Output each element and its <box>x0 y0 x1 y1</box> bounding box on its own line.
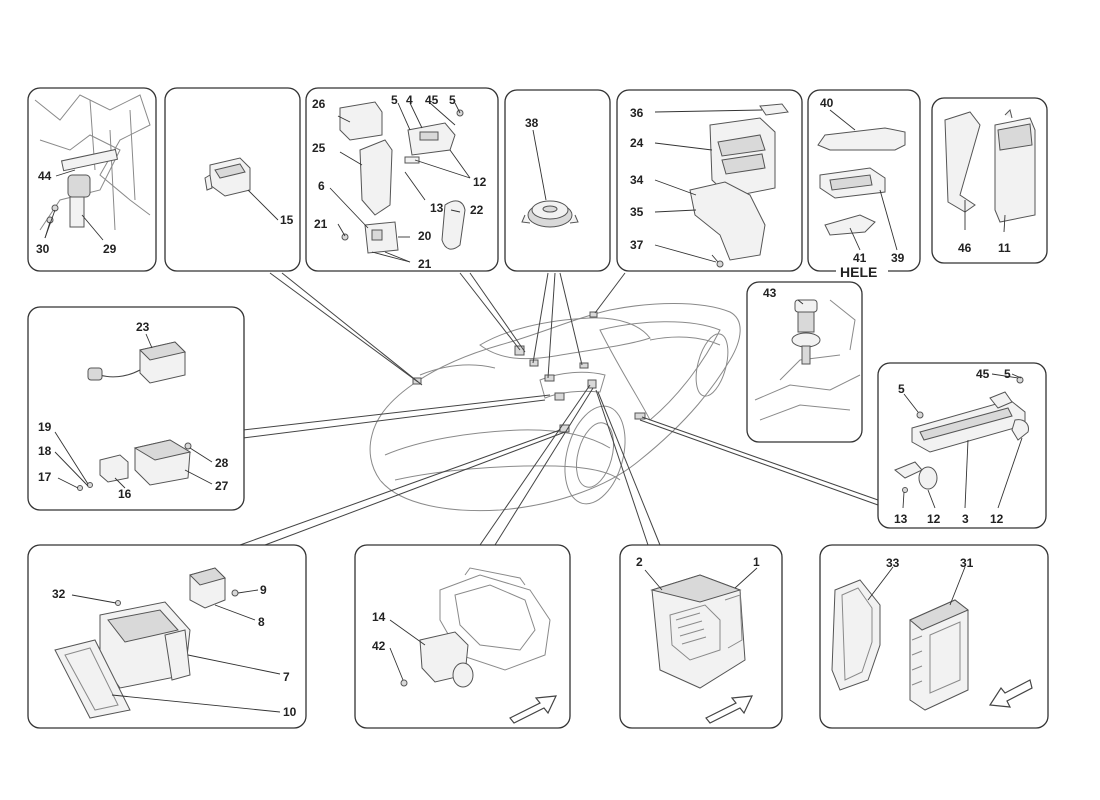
callout-8: 8 <box>258 615 265 629</box>
direction-arrow-31 <box>988 679 1033 708</box>
callout-10: 10 <box>283 705 297 719</box>
callout-45-a: 45 <box>425 93 439 107</box>
callout-12-c: 12 <box>990 512 1004 526</box>
callout-35: 35 <box>630 205 644 219</box>
callout-38: 38 <box>525 116 539 130</box>
callout-5-c: 5 <box>1004 367 1011 381</box>
car-outline <box>369 303 741 512</box>
callout-34: 34 <box>630 173 644 187</box>
callout-5-a: 5 <box>391 93 398 107</box>
callout-15: 15 <box>280 213 294 227</box>
callout-13-b: 13 <box>894 512 908 526</box>
box-sensor-43: 43 <box>746 281 863 443</box>
callout-5-b: 5 <box>449 93 456 107</box>
box-module-14: 14 42 <box>354 544 571 729</box>
callout-4: 4 <box>406 93 413 107</box>
box-control-unit-24: 36 24 34 35 37 <box>616 89 803 272</box>
callout-12-a: 12 <box>473 175 487 189</box>
callout-31: 31 <box>960 556 974 570</box>
callout-23: 23 <box>136 320 150 334</box>
callout-28: 28 <box>215 456 229 470</box>
callout-21-a: 21 <box>314 217 328 231</box>
callout-44: 44 <box>38 169 52 183</box>
box-ecu-7: 32 9 8 7 10 <box>27 544 307 729</box>
callout-9: 9 <box>260 583 267 597</box>
callout-22: 22 <box>470 203 484 217</box>
callout-3: 3 <box>962 512 969 526</box>
callout-33: 33 <box>886 556 900 570</box>
callout-29: 29 <box>103 242 117 256</box>
callout-45-b: 45 <box>976 367 990 381</box>
box-hele-module: 40 39 41 HELE <box>807 89 921 280</box>
callout-46: 46 <box>958 241 972 255</box>
direction-arrow-14 <box>509 695 557 724</box>
callout-26: 26 <box>312 97 326 111</box>
callout-40: 40 <box>820 96 834 110</box>
callout-30: 30 <box>36 242 50 256</box>
box-ecu-11: 46 11 <box>931 97 1048 264</box>
callout-19: 19 <box>38 420 52 434</box>
callout-14: 14 <box>372 610 386 624</box>
box-sensor-23: 23 19 18 17 16 28 27 <box>27 306 245 511</box>
callout-2: 2 <box>636 555 643 569</box>
callout-5-d: 5 <box>898 382 905 396</box>
callout-21-b: 21 <box>418 257 432 271</box>
callout-18: 18 <box>38 444 52 458</box>
box-bracket-assembly-26: 26 25 6 21 20 21 22 5 4 45 5 12 13 <box>305 87 499 272</box>
callout-7: 7 <box>283 670 290 684</box>
callout-12-b: 12 <box>927 512 941 526</box>
callout-24: 24 <box>630 136 644 150</box>
box-bracket-44-30-29: 44 30 29 <box>27 87 157 272</box>
box-ecu-31: 33 31 <box>819 544 1049 729</box>
connector-lines <box>239 272 879 546</box>
callout-36: 36 <box>630 106 644 120</box>
box-part-15: 15 <box>164 87 301 272</box>
callout-20: 20 <box>418 229 432 243</box>
callout-27: 27 <box>215 479 229 493</box>
callout-13-a: 13 <box>430 201 444 215</box>
callout-43: 43 <box>763 286 777 300</box>
hele-label: HELE <box>840 264 877 280</box>
callout-41: 41 <box>853 251 867 265</box>
callout-11: 11 <box>998 241 1011 255</box>
callout-16: 16 <box>118 487 132 501</box>
box-fusebox-1: 2 1 <box>619 544 783 729</box>
box-rail-3: 45 5 5 13 12 3 12 <box>877 362 1047 529</box>
callout-1: 1 <box>753 555 760 569</box>
callout-25: 25 <box>312 141 326 155</box>
callout-6: 6 <box>318 179 325 193</box>
callout-42: 42 <box>372 639 386 653</box>
callout-37: 37 <box>630 238 644 252</box>
callout-17: 17 <box>38 470 52 484</box>
direction-arrow-1 <box>705 695 753 724</box>
callout-32: 32 <box>52 587 66 601</box>
box-part-38: 38 <box>504 89 611 272</box>
callout-39: 39 <box>891 251 905 265</box>
